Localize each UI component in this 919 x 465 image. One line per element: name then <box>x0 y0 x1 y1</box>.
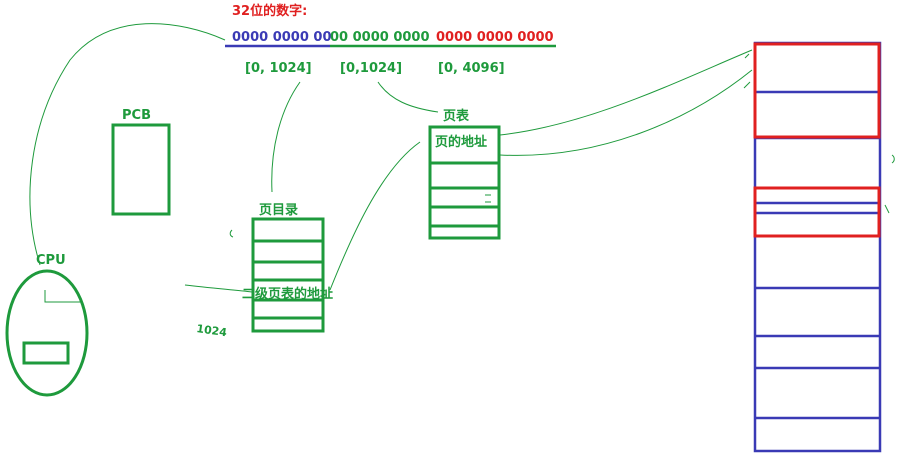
cpu-label: CPU <box>36 253 66 268</box>
page-directory-frame <box>251 217 325 333</box>
arrow-directory-to-pagetable <box>329 141 421 291</box>
arrow-range-to-directory <box>271 81 301 193</box>
scribble <box>229 229 234 238</box>
cpu-inner-stroke <box>44 290 80 303</box>
second-level-address-label: 二级页表的地址 <box>242 286 333 302</box>
page-table-label: 页表 <box>443 108 470 124</box>
scribble <box>485 194 491 203</box>
memory-highlight-page <box>753 42 881 139</box>
scribble <box>743 81 751 89</box>
arrow-cpu-to-bits <box>29 23 226 266</box>
cpu-outline <box>5 269 89 397</box>
pcb-box <box>111 123 171 216</box>
arrow-pagetable-to-memory-lower <box>499 69 753 156</box>
sketch-number: 1024 <box>196 322 228 339</box>
bits-directory-index: 0000 0000 00 <box>232 30 332 45</box>
pcb-label: PCB <box>122 108 151 123</box>
memory-highlight-entry <box>753 186 881 238</box>
range-offset: [0, 4096] <box>438 61 505 76</box>
page-directory <box>251 217 325 333</box>
margin-scribbles <box>229 53 895 238</box>
bits-table-index: 00 0000 0000 <box>330 30 430 45</box>
page-address-label: 页的地址 <box>435 134 487 150</box>
scribble <box>884 204 890 214</box>
range-table: [0,1024] <box>340 61 402 76</box>
memory-frame <box>753 41 882 453</box>
arrow-range-to-pagetable <box>377 81 439 113</box>
scribble <box>744 53 750 59</box>
physical-memory <box>753 41 882 453</box>
bits-page-offset: 0000 0000 0000 <box>436 30 554 45</box>
page-table <box>428 125 501 240</box>
scribble <box>891 154 895 164</box>
cpu-register <box>22 341 70 365</box>
connector-arrows <box>29 23 753 303</box>
arrow-pagetable-to-memory <box>499 49 753 136</box>
arrow-sketch-to-directory <box>184 284 253 293</box>
page-directory-label: 页目录 <box>259 203 298 218</box>
page-table-frame <box>428 125 501 240</box>
bits-heading: 32位的数字: <box>232 3 307 19</box>
range-directory: [0, 1024] <box>245 61 312 76</box>
